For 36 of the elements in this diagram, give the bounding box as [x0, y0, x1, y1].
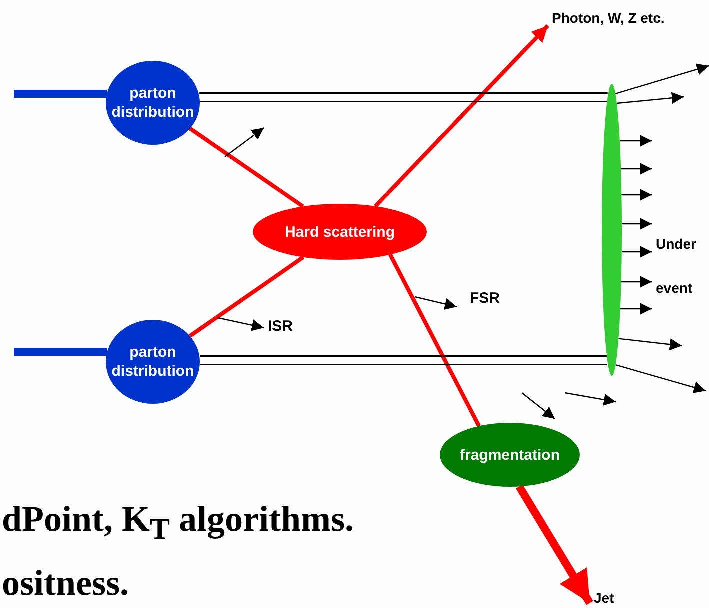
ellipse-node [602, 84, 622, 376]
node-label: parton distribution [110, 84, 196, 122]
arrow [618, 338, 682, 351]
arrow [621, 276, 652, 288]
arrow [620, 303, 652, 315]
node-label: Hard scattering [284, 222, 396, 242]
arrow [621, 163, 652, 175]
node-label: Photon, W, Z etc. [552, 10, 665, 26]
ellipse-node [106, 320, 200, 404]
line [14, 348, 108, 356]
line [388, 254, 481, 428]
ellipse-node [106, 61, 200, 145]
text-line: ositness. [2, 562, 130, 604]
node-label: Jet [594, 590, 614, 606]
double-line [200, 92, 608, 102]
arrow [616, 92, 684, 104]
text-line: dPoint, K$_{T}$ algorithms. [2, 498, 354, 548]
arrow [622, 218, 652, 230]
arrow [374, 24, 550, 208]
radiation-label: FSR [470, 290, 500, 307]
line [14, 90, 108, 98]
node-label: parton distribution [110, 343, 196, 381]
arrow [622, 189, 652, 201]
double-line [200, 356, 608, 366]
ellipse-node [253, 204, 427, 260]
line [189, 127, 304, 208]
arrow [615, 64, 709, 94]
arrow [616, 364, 706, 394]
ellipse-node [440, 423, 580, 487]
node-label: Under event [656, 222, 708, 310]
radiation-label: ISR [268, 318, 294, 335]
arrow [516, 484, 594, 606]
arrow [622, 246, 652, 258]
arrow [620, 135, 652, 147]
line [188, 256, 305, 338]
node-label: fragmentation [460, 446, 560, 464]
